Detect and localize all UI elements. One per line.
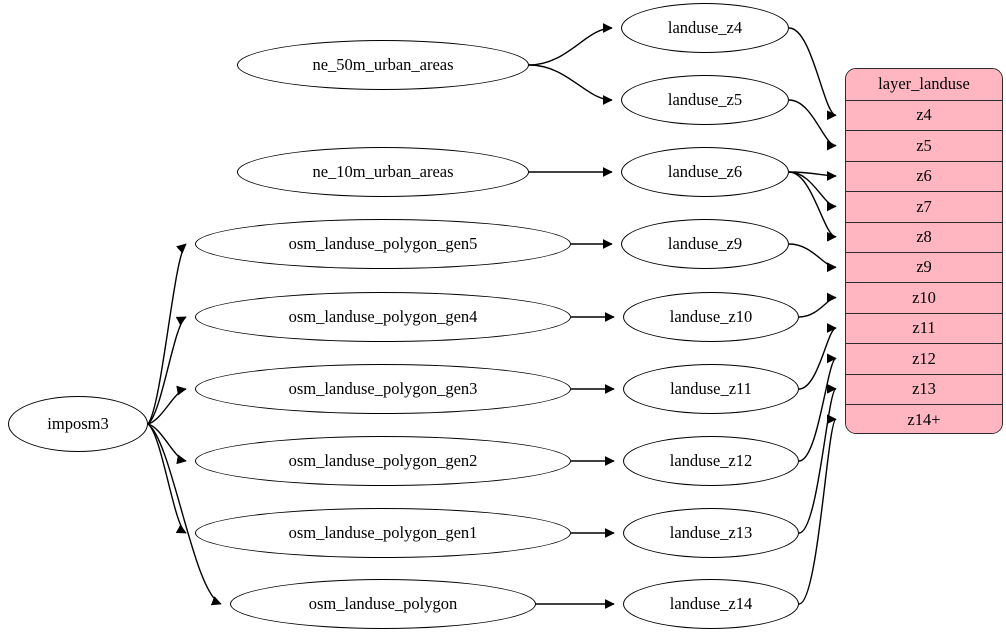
node-label: ne_10m_urban_areas [312, 161, 454, 181]
node-landuse-z4[interactable]: landuse_z4 [621, 3, 789, 53]
node-osm-landuse-polygon-gen1[interactable]: osm_landuse_polygon_gen1 [195, 508, 571, 558]
edge-imposm3-to-osm-landuse-polygon-gen5 [147, 243, 187, 425]
node-osm-landuse-polygon-gen5[interactable]: osm_landuse_polygon_gen5 [195, 219, 571, 269]
edge-landuse-z12-to-z12 [798, 353, 837, 462]
edge-landuse-z9-to-z9 [788, 243, 837, 273]
edge-landuse-z10-to-z10 [798, 292, 837, 318]
node-ne-10m-urban-areas[interactable]: ne_10m_urban_areas [237, 147, 529, 197]
edge-imposm3-to-osm-landuse-polygon-gen4 [147, 316, 187, 425]
edge-imposm3-to-osm-landuse-polygon-gen3 [147, 385, 187, 425]
layer-row-z10[interactable]: z10 [846, 283, 1002, 314]
edge-ne-50m-urban-areas-to-landuse-z5 [528, 64, 613, 105]
layer-row-z4[interactable]: z4 [846, 101, 1002, 132]
node-ne-50m-urban-areas[interactable]: ne_50m_urban_areas [237, 40, 529, 90]
layer-row-z8[interactable]: z8 [846, 222, 1002, 253]
node-landuse-z12[interactable]: landuse_z12 [623, 436, 799, 486]
node-label: osm_landuse_polygon_gen1 [288, 522, 478, 542]
edge-imposm3-to-osm-landuse-polygon [147, 423, 222, 606]
node-label: landuse_z14 [669, 593, 753, 613]
node-landuse-z6[interactable]: landuse_z6 [621, 147, 789, 197]
node-imposm3[interactable]: imposm3 [8, 396, 148, 452]
node-label: landuse_z13 [669, 522, 753, 542]
node-osm-landuse-polygon-gen3[interactable]: osm_landuse_polygon_gen3 [195, 364, 571, 414]
layer-row-z5[interactable]: z5 [846, 131, 1002, 162]
edge-imposm3-to-osm-landuse-polygon-gen1 [147, 423, 187, 534]
node-landuse-z5[interactable]: landuse_z5 [621, 75, 789, 125]
edge-landuse-z4-to-z4 [788, 27, 837, 121]
layer-row-z13[interactable]: z13 [846, 374, 1002, 405]
node-label: osm_landuse_polygon_gen5 [288, 233, 478, 253]
node-label: osm_landuse_polygon_gen4 [288, 306, 478, 326]
edge-landuse-z5-to-z5 [788, 99, 837, 151]
edge-landuse-z13-to-z13 [798, 384, 837, 534]
node-label: landuse_z12 [669, 450, 753, 470]
node-landuse-z10[interactable]: landuse_z10 [623, 292, 799, 342]
node-label: landuse_z9 [667, 233, 743, 253]
node-landuse-z9[interactable]: landuse_z9 [621, 219, 789, 269]
layer-row-z14plus[interactable]: z14+ [846, 404, 1002, 433]
node-label: imposm3 [47, 413, 109, 433]
node-osm-landuse-polygon-gen4[interactable]: osm_landuse_polygon_gen4 [195, 292, 571, 342]
node-label: ne_50m_urban_areas [312, 54, 454, 74]
edge-landuse-z11-to-z11 [798, 323, 837, 390]
layer-row-z11[interactable]: z11 [846, 313, 1002, 345]
layer-row-z12[interactable]: z12 [846, 344, 1002, 375]
edge-landuse-z6-to-z7 [788, 171, 837, 212]
layer-row-z7[interactable]: z7 [846, 192, 1002, 223]
node-landuse-z14[interactable]: landuse_z14 [623, 579, 799, 629]
node-label: landuse_z11 [670, 378, 752, 398]
layer-row-z6[interactable]: z6 [846, 161, 1002, 193]
node-label: landuse_z5 [667, 89, 743, 109]
node-osm-landuse-polygon-gen2[interactable]: osm_landuse_polygon_gen2 [195, 436, 571, 486]
node-label: osm_landuse_polygon_gen2 [288, 450, 478, 470]
node-label: landuse_z4 [667, 17, 743, 37]
node-osm-landuse-polygon[interactable]: osm_landuse_polygon [230, 579, 536, 629]
node-label: osm_landuse_polygon_gen3 [288, 378, 478, 398]
layer-table-header: layer_landuse [846, 69, 1002, 101]
node-label: landuse_z6 [667, 161, 743, 181]
node-landuse-z11[interactable]: landuse_z11 [623, 364, 799, 414]
node-label: osm_landuse_polygon [308, 593, 458, 613]
edge-ne-50m-urban-areas-to-landuse-z4 [528, 23, 613, 66]
edge-imposm3-to-osm-landuse-polygon-gen2 [147, 423, 187, 465]
node-landuse-z13[interactable]: landuse_z13 [623, 508, 799, 558]
edge-landuse-z14-to-z14- [798, 414, 837, 605]
node-label: landuse_z10 [669, 306, 753, 326]
edge-landuse-z6-to-z8 [788, 171, 837, 242]
layer-row-z9[interactable]: z9 [846, 252, 1002, 284]
